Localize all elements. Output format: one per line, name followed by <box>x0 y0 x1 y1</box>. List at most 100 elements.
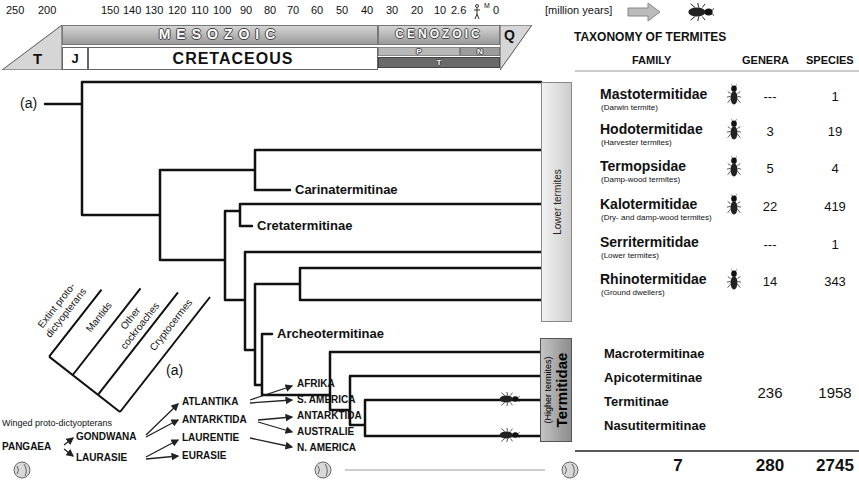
text-label: --- <box>764 89 777 105</box>
text-label: 100 <box>213 4 231 17</box>
text-label: (Dry- and damp-wood termites) <box>601 213 712 223</box>
text-label: Nasutitermitinae <box>604 418 706 434</box>
text-label: 250 <box>6 4 24 17</box>
text-label: 150 <box>101 4 119 17</box>
clade-label: Extint proto-dictyopterans <box>27 270 94 347</box>
epoch-bar: T <box>378 57 500 68</box>
group-band: Lower termites <box>541 82 572 322</box>
node-text: Lower termites <box>551 169 562 235</box>
text-label: 1958 <box>818 384 851 402</box>
text-label: EURASIE <box>182 450 226 462</box>
node-text: T <box>437 58 442 67</box>
node-text: T <box>33 51 42 68</box>
text-label: --- <box>764 237 777 253</box>
text-label: 280 <box>756 456 784 476</box>
text-label: 19 <box>828 124 842 140</box>
node-text: J <box>71 51 78 65</box>
text-label: Termopsidae <box>600 158 686 175</box>
text-label: 22 <box>763 199 777 215</box>
era-bar: CENOZOIC <box>378 25 500 45</box>
text-label: [million years] <box>545 4 612 17</box>
text-label: ANTARKTIDA <box>182 414 247 426</box>
text-label: 236 <box>757 384 782 402</box>
period-box: J <box>62 47 88 70</box>
period-triangle: T <box>2 25 62 70</box>
text-label: 20 <box>411 4 423 17</box>
text-label: Termitinae <box>604 394 669 410</box>
termite-icons <box>500 3 741 442</box>
text-label: FAMILY <box>632 54 671 67</box>
text-label: Apicotermitinae <box>604 370 702 386</box>
node-text: N <box>477 47 483 56</box>
text-label: PANGAEA <box>2 441 51 453</box>
text-label: (Darwin termite) <box>601 103 658 113</box>
text-label: 343 <box>824 274 846 290</box>
text-label: AUSTRALIE <box>297 426 354 438</box>
text-label: 110 <box>191 4 209 17</box>
triangle-shape <box>2 25 62 70</box>
text-label: (Ground dwellers) <box>601 288 665 298</box>
text-label: 30 <box>386 4 398 17</box>
text-label: (a) <box>166 362 183 379</box>
text-label: 120 <box>168 4 186 17</box>
text-label: LAURASIE <box>76 452 127 464</box>
text-label: 70 <box>287 4 299 17</box>
text-label: Hodotermitidae <box>600 121 703 138</box>
text-label: (Damp-wood termites) <box>601 175 680 185</box>
text-label: Archeotermitinae <box>277 326 384 342</box>
text-label: Rhinotermitidae <box>600 271 707 288</box>
text-label: 10 <box>434 4 446 17</box>
text-label: 1 <box>831 89 838 105</box>
text-label: Cretatermitinae <box>257 218 352 234</box>
text-label: 50 <box>336 4 348 17</box>
text-label: 3 <box>766 124 773 140</box>
epoch-bar: P <box>378 47 460 56</box>
text-label: 419 <box>824 199 846 215</box>
text-label: 7 <box>673 456 682 476</box>
text-label: SPECIES <box>806 54 854 67</box>
text-label: Carinatermitinae <box>295 182 398 198</box>
triangle-outline <box>2 25 62 70</box>
text-label: 80 <box>264 4 276 17</box>
text-label: GONDWANA <box>76 431 137 443</box>
globe-icons <box>14 462 578 478</box>
node-text: Q <box>504 28 515 43</box>
phylogeny-lines <box>45 82 541 436</box>
node-text: (Higher termites) <box>544 356 554 423</box>
node-text: MESOZOIC <box>159 27 282 42</box>
period-box: CRETACEOUS <box>88 47 378 70</box>
text-label: Winged proto-dictyopterans <box>2 418 112 429</box>
period-triangle: Q <box>500 25 532 70</box>
text-label: 5 <box>766 161 773 177</box>
group-band: Termitidae(Higher termites) <box>540 338 572 442</box>
node-text: P <box>416 47 421 56</box>
triangle-shape <box>500 25 532 70</box>
text-label: (Harvester termites) <box>601 138 672 148</box>
node-text: CENOZOIC <box>395 28 482 41</box>
text-label: 90 <box>240 4 252 17</box>
text-label: N. AMERICA <box>297 442 356 454</box>
text-label: 0 <box>493 4 499 17</box>
text-label: LAURENTIE <box>182 432 239 444</box>
text-label: 130 <box>145 4 163 17</box>
text-label: M <box>484 2 490 10</box>
header-arrow <box>474 3 660 21</box>
text-label: 14 <box>763 274 777 290</box>
text-label: (Lower termites) <box>601 251 659 261</box>
text-label: 60 <box>311 4 323 17</box>
text-label: 2.6 <box>451 4 466 17</box>
node-text: Termitidae <box>554 353 571 428</box>
text-label: Serritermitidae <box>600 234 699 251</box>
text-label: 140 <box>123 4 141 17</box>
table-rules <box>345 71 859 470</box>
text-label: 200 <box>38 4 56 17</box>
text-label: TAXONOMY OF TERMITES <box>574 30 726 44</box>
text-label: GENERA <box>742 54 789 67</box>
text-label: 40 <box>361 4 373 17</box>
epoch-bar: N <box>460 47 500 56</box>
text-label: 2745 <box>816 456 854 476</box>
text-label: AFRIKA <box>297 378 335 390</box>
text-label: ANTARKTIDA <box>297 410 362 422</box>
text-label: 4 <box>831 161 838 177</box>
